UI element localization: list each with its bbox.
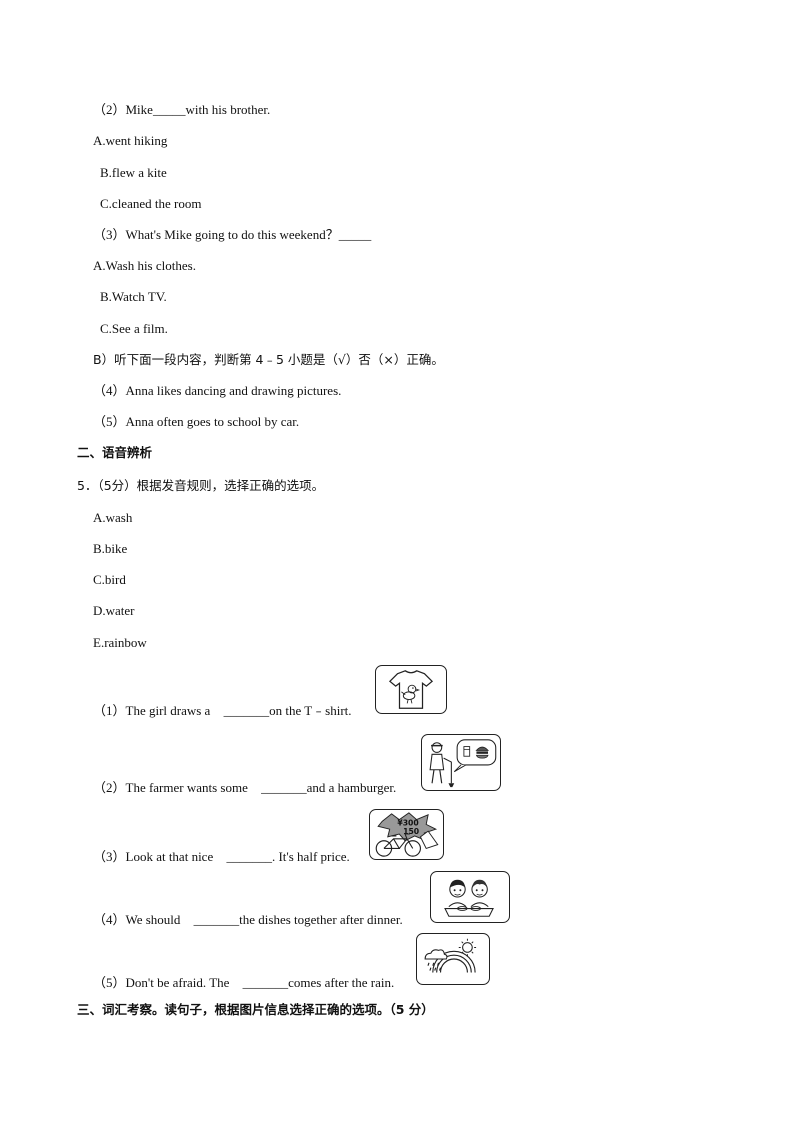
answer-blank: _______ xyxy=(226,849,272,864)
answer-blank: _______ xyxy=(261,780,307,795)
question-prompt: 5．（5分）根据发音规则，选择正确的选项。 xyxy=(77,478,325,493)
sentence-3: （3）Look at that nice _______. It's half … xyxy=(93,849,350,865)
sentence-text: （3）Look at that nice xyxy=(93,849,214,864)
sentence-text: and a hamburger. xyxy=(306,780,397,795)
option-b: B.bike xyxy=(93,541,128,556)
option-b: B.Watch TV. xyxy=(100,289,167,304)
answer-blank: _______ xyxy=(193,912,240,927)
question-3: （3）What's Mike going to do this weekend？… xyxy=(93,227,372,242)
sentence-2: （2）The farmer wants some _______and a ha… xyxy=(93,780,396,796)
question-4: （4）Anna likes dancing and drawing pictur… xyxy=(93,383,342,398)
tshirt-bird-icon xyxy=(375,665,447,714)
sentence-text: on the T﹣shirt. xyxy=(269,703,352,718)
answer-blank: _______ xyxy=(242,975,289,990)
sentence-text: （5）Don't be afraid. The xyxy=(93,975,230,990)
new-price: 150 xyxy=(403,827,419,836)
sentence-4: （4）We should _______the dishes together … xyxy=(93,912,403,928)
old-price: ¥300 xyxy=(397,818,418,827)
sentence-text: （4）We should xyxy=(93,912,181,927)
bike-price-tag-icon: ¥300 150 xyxy=(369,809,444,860)
option-d: D.water xyxy=(93,603,135,618)
sentence-text: the dishes together after dinner. xyxy=(239,912,403,927)
sentence-1: （1）The girl draws a _______on the T﹣shir… xyxy=(93,703,352,719)
farmer-hamburger-icon xyxy=(421,734,501,791)
option-b: B.flew a kite xyxy=(100,165,167,180)
children-washing-icon xyxy=(430,871,510,923)
question-5: （5）Anna often goes to school by car. xyxy=(93,414,300,429)
sentence-text: comes after the rain. xyxy=(288,975,395,990)
option-a: A.went hiking xyxy=(93,133,168,148)
option-a: A.Wash his clothes. xyxy=(93,258,196,273)
option-e: E.rainbow xyxy=(93,635,147,650)
sentence-text: . It's half price. xyxy=(271,849,350,864)
sentence-5: （5）Don't be afraid. The _______comes aft… xyxy=(93,975,394,991)
section-heading: 三、词汇考察。读句子，根据图片信息选择正确的选项。（5 分） xyxy=(77,1002,434,1017)
question-2: （2）Mike_____with his brother. xyxy=(93,102,271,117)
option-c: C.bird xyxy=(93,572,126,587)
part-b-instruction: B）听下面一段内容，判断第 4﹣5 小题是（√）否（×）正确。 xyxy=(93,352,444,367)
option-c: C.See a film. xyxy=(100,321,168,336)
sentence-text: （1）The girl draws a xyxy=(93,703,211,718)
sentence-text: （2）The farmer wants some xyxy=(93,780,248,795)
rainbow-sun-icon xyxy=(416,933,490,985)
option-c: C.cleaned the room xyxy=(100,196,202,211)
section-heading: 二、语音辨析 xyxy=(77,445,153,460)
answer-blank: _______ xyxy=(223,703,270,718)
option-a: A.wash xyxy=(93,510,133,525)
